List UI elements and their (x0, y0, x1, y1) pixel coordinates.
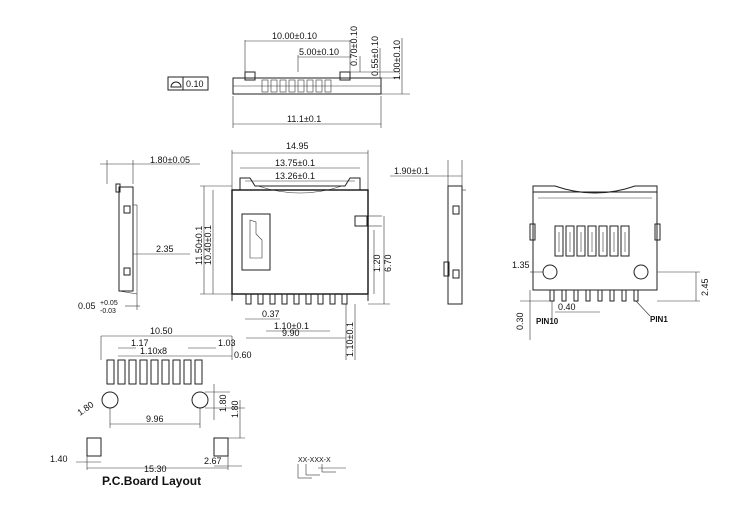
pcb-layout: 10.50 1.17 1.10x8 1.03 0.60 1.80 9.96 1.… (50, 326, 252, 488)
dim-13-75: 13.75±0.1 (275, 158, 315, 168)
dim-1-80: 1.80±0.05 (150, 155, 190, 165)
right-side-view: 1.90±0.1 (390, 160, 466, 305)
dim-0-55: 0.55±0.10 (370, 36, 380, 76)
dim-14-95: 14.95 (286, 141, 309, 151)
dim-tol-plus: +0.05 (100, 300, 118, 307)
dim-1-90: 1.90±0.1 (394, 166, 429, 176)
dim-1-10-pitch: 1.10±0.1 (274, 321, 309, 331)
dim-1-10-pad: 1.10±0.1 (345, 322, 355, 357)
dim-hole-1-80: 1.80 (75, 399, 95, 417)
bottom-view: 1.35 0.40 2.45 0.30 PIN10 PIN1 (512, 185, 710, 340)
dim-5-00: 5.00±0.10 (299, 47, 339, 57)
dim-13-26: 13.26±0.1 (275, 171, 315, 181)
dim-10-40: 10.40±0.1 (203, 225, 213, 265)
dim-1-35: 1.35 (512, 260, 530, 270)
dim-6-70: 6.70 (383, 254, 393, 272)
dim-0-37: 0.37 (262, 309, 280, 319)
dim-2-67: 2.67 (204, 456, 222, 466)
part-code-text: XX-XXX-X (298, 457, 331, 464)
dim-1-10x8: 1.10x8 (140, 346, 167, 356)
pcb-layout-title: P.C.Board Layout (102, 474, 201, 488)
flatness-symbol: 0.10 (167, 76, 209, 91)
dim-0-40: 0.40 (558, 302, 576, 312)
dim-0-30: 0.30 (515, 312, 525, 330)
dim-1-20: 1.20 (372, 254, 382, 272)
part-code: XX-XXX-X (297, 457, 346, 479)
dim-0-60: 0.60 (234, 350, 252, 360)
dim-2-35: 2.35 (156, 244, 174, 254)
dim-9-90: 9.90 (282, 328, 300, 338)
dim-1-17: 1.17 (131, 338, 149, 348)
dim-11-50: 11.50±0.1 (194, 226, 204, 265)
dim-9-96: 9.96 (146, 414, 164, 424)
dim-1-40: 1.40 (50, 454, 68, 464)
top-view: 10.00±0.10 5.00±0.10 0.70±0.10 0.55±0.10… (167, 26, 410, 128)
dim-11-1: 11.1±0.1 (287, 114, 321, 124)
dim-2-45: 2.45 (700, 278, 710, 296)
dim-10-00: 10.00±0.10 (272, 31, 317, 41)
dim-1-03: 1.03 (218, 338, 236, 348)
dim-0-05: 0.05 (78, 301, 96, 311)
dim-10-50: 10.50 (150, 326, 173, 336)
dim-0-70: 0.70±0.10 (349, 26, 359, 66)
label-pin1: PIN1 (650, 315, 668, 324)
dim-tol-minus: -0.03 (100, 308, 116, 315)
label-pin10: PIN10 (536, 317, 559, 326)
front-view: 14.95 13.75±0.1 13.26±0.1 11.50±0.1 10.4… (194, 141, 393, 360)
dim-15-30: 15.30 (144, 464, 167, 474)
dim-1-80-b: 1.80 (230, 400, 240, 418)
dim-1-80-a: 1.80 (218, 394, 228, 412)
left-side-view: 1.80±0.05 2.35 0.05 +0.05 -0.03 (78, 155, 200, 315)
flatness-value: 0.10 (186, 79, 204, 89)
dim-1-00: 1.00±0.10 (392, 40, 402, 80)
